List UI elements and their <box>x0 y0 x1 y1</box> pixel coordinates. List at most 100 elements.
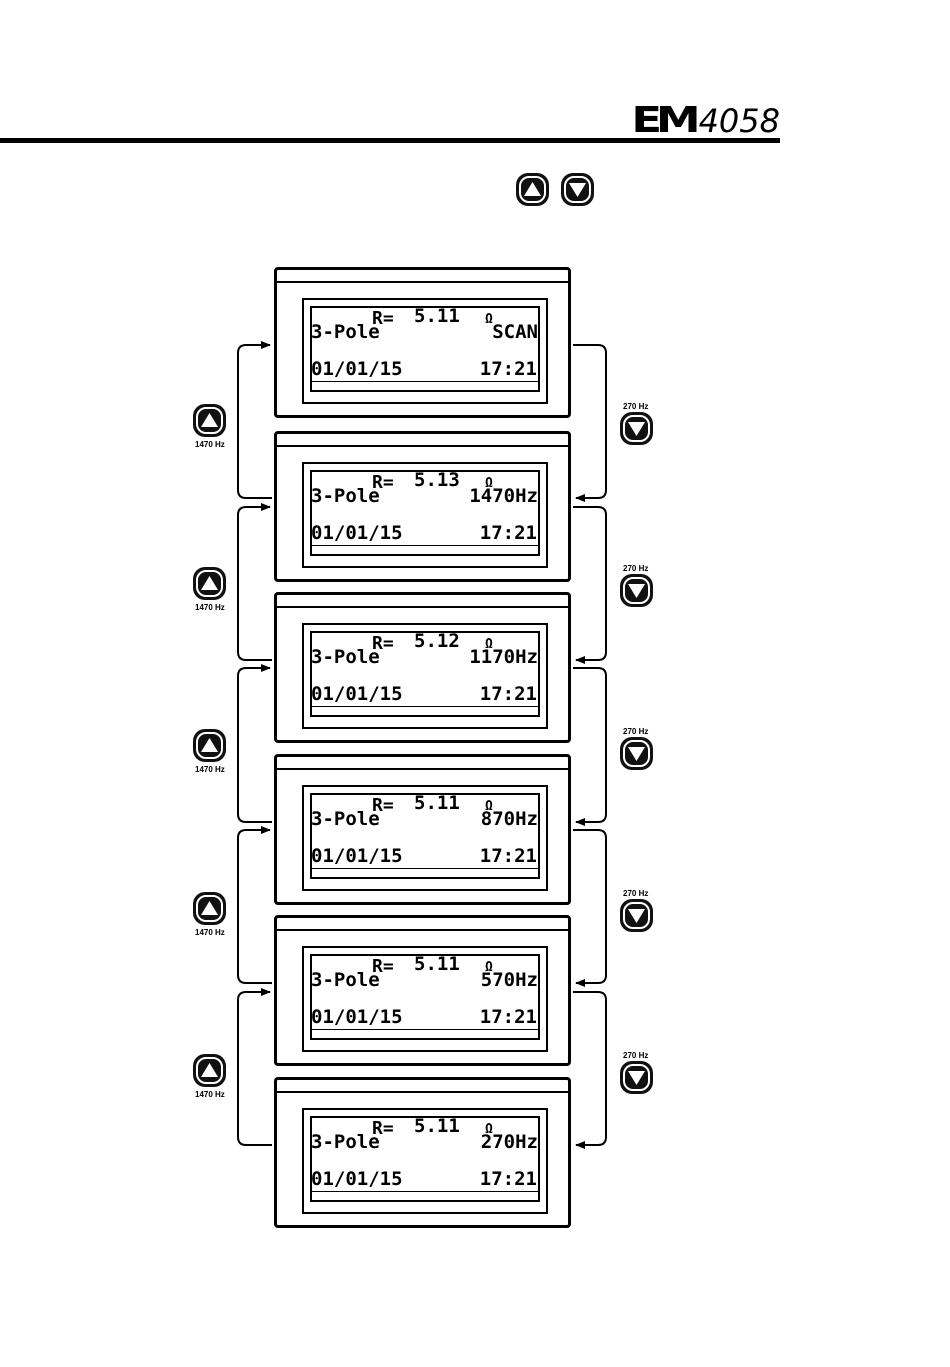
screen-top-line <box>277 929 568 931</box>
pole-mode: 3-Pole <box>311 969 380 991</box>
screen-bezel: R= 5.11 Ω 3-Pole 870Hz 01/01/15 17:21 <box>302 785 548 891</box>
up-key-label: 1470 Hz <box>195 1090 225 1099</box>
ohm-unit: Ω <box>485 799 493 814</box>
lcd-underline <box>310 381 540 382</box>
down-key-label: 270 Hz <box>623 564 649 573</box>
lcd-display: R= 5.11 Ω 3-Pole 570Hz 01/01/15 17:21 <box>310 954 540 1040</box>
screen-top-line <box>277 768 568 770</box>
up-key-label: 1470 Hz <box>195 440 225 449</box>
lcd-display: R= 5.11 Ω 3-Pole 870Hz 01/01/15 17:21 <box>310 793 540 879</box>
up-connector-5 <box>237 988 272 1146</box>
screen-top-line <box>277 1091 568 1093</box>
resistance-value: 5.13 <box>414 469 460 491</box>
up-key-label: 1470 Hz <box>195 603 225 612</box>
resistance-label: R= <box>372 1118 394 1139</box>
down-key-270hz-2: 270 Hz <box>620 564 653 607</box>
down-connector-2 <box>573 506 607 664</box>
resistance-label: R= <box>372 472 394 493</box>
up-key-label: 1470 Hz <box>195 765 225 774</box>
down-arrow-icon <box>620 574 653 607</box>
screen-bezel: R= 5.11 Ω 3-Pole 570Hz 01/01/15 17:21 <box>302 946 548 1052</box>
up-connector-2 <box>237 503 272 661</box>
lcd-display: R= 5.11 Ω 3-Pole SCAN 01/01/15 17:21 <box>310 306 540 392</box>
date-readout: 01/01/15 <box>311 1006 403 1028</box>
up-key-1470hz-2: 1470 Hz <box>193 567 226 612</box>
screen-top-line <box>277 606 568 608</box>
down-arrow-icon <box>620 899 653 932</box>
brand-logo: EM 4058 <box>632 98 780 140</box>
resistance-value: 5.11 <box>414 953 460 975</box>
up-key-1470hz-1: 1470 Hz <box>193 404 226 449</box>
down-connector-4 <box>573 829 607 987</box>
down-key-label: 270 Hz <box>623 1051 649 1060</box>
lcd-underline <box>310 706 540 707</box>
lcd-display: R= 5.11 Ω 3-Pole 270Hz 01/01/15 17:21 <box>310 1116 540 1202</box>
screen-bezel: R= 5.12 Ω 3-Pole 1170Hz 01/01/15 17:21 <box>302 623 548 729</box>
screen-bezel: R= 5.13 Ω 3-Pole 1470Hz 01/01/15 17:21 <box>302 462 548 568</box>
up-key-1470hz-4: 1470 Hz <box>193 892 226 937</box>
down-key-270hz-3: 270 Hz <box>620 727 653 770</box>
lcd-display: R= 5.12 Ω 3-Pole 1170Hz 01/01/15 17:21 <box>310 631 540 717</box>
down-connector-5 <box>573 991 607 1149</box>
up-arrow-icon <box>193 1054 226 1087</box>
date-readout: 01/01/15 <box>311 683 403 705</box>
nav-key-legend <box>516 173 594 206</box>
ohm-unit: Ω <box>485 637 493 652</box>
lcd-screen-1: R= 5.11 Ω 3-Pole SCAN 01/01/15 17:21 <box>274 267 571 418</box>
resistance-label: R= <box>372 956 394 977</box>
up-arrow-icon <box>516 173 549 206</box>
up-key-1470hz-3: 1470 Hz <box>193 729 226 774</box>
header-rule <box>0 138 780 143</box>
screen-bezel: R= 5.11 Ω 3-Pole 270Hz 01/01/15 17:21 <box>302 1108 548 1214</box>
down-key-270hz-4: 270 Hz <box>620 889 653 932</box>
down-arrow-icon <box>620 737 653 770</box>
down-key-label: 270 Hz <box>623 889 649 898</box>
resistance-label: R= <box>372 795 394 816</box>
frequency-value: 1470Hz <box>469 485 538 507</box>
up-key-1470hz-5: 1470 Hz <box>193 1054 226 1099</box>
time-readout: 17:21 <box>479 1168 537 1190</box>
down-connector-3 <box>573 667 607 826</box>
pole-mode: 3-Pole <box>311 646 380 668</box>
logo-model: 4058 <box>698 102 780 140</box>
time-readout: 17:21 <box>479 522 537 544</box>
pole-mode: 3-Pole <box>311 1131 380 1153</box>
frequency-value: 1170Hz <box>469 646 538 668</box>
screen-top-line <box>277 445 568 447</box>
lcd-underline <box>310 1191 540 1192</box>
frequency-value: 870Hz <box>480 808 538 830</box>
pole-mode: 3-Pole <box>311 321 380 343</box>
down-key-label: 270 Hz <box>623 402 649 411</box>
lcd-underline <box>310 1029 540 1030</box>
frequency-value: SCAN <box>492 321 538 343</box>
up-key-label: 1470 Hz <box>195 928 225 937</box>
lcd-screen-4: R= 5.11 Ω 3-Pole 870Hz 01/01/15 17:21 <box>274 754 571 905</box>
down-key-label: 270 Hz <box>623 727 649 736</box>
pole-mode: 3-Pole <box>311 485 380 507</box>
lcd-screen-6: R= 5.11 Ω 3-Pole 270Hz 01/01/15 17:21 <box>274 1077 571 1228</box>
lcd-screen-5: R= 5.11 Ω 3-Pole 570Hz 01/01/15 17:21 <box>274 915 571 1066</box>
down-arrow-icon <box>620 1061 653 1094</box>
time-readout: 17:21 <box>479 845 537 867</box>
ohm-unit: Ω <box>485 312 493 327</box>
up-arrow-icon <box>193 729 226 762</box>
date-readout: 01/01/15 <box>311 845 403 867</box>
lcd-underline <box>310 545 540 546</box>
ohm-unit: Ω <box>485 960 493 975</box>
date-readout: 01/01/15 <box>311 1168 403 1190</box>
resistance-value: 5.11 <box>414 792 460 814</box>
screen-bezel: R= 5.11 Ω 3-Pole SCAN 01/01/15 17:21 <box>302 298 548 404</box>
down-arrow-icon <box>620 412 653 445</box>
time-readout: 17:21 <box>479 358 537 380</box>
lcd-screen-3: R= 5.12 Ω 3-Pole 1170Hz 01/01/15 17:21 <box>274 592 571 743</box>
down-key-270hz-5: 270 Hz <box>620 1051 653 1094</box>
screen-top-line <box>277 281 568 283</box>
date-readout: 01/01/15 <box>311 358 403 380</box>
time-readout: 17:21 <box>479 683 537 705</box>
resistance-value: 5.12 <box>414 630 460 652</box>
up-arrow-icon <box>193 567 226 600</box>
up-arrow-icon <box>193 892 226 925</box>
lcd-underline <box>310 868 540 869</box>
up-connector-3 <box>237 664 272 823</box>
